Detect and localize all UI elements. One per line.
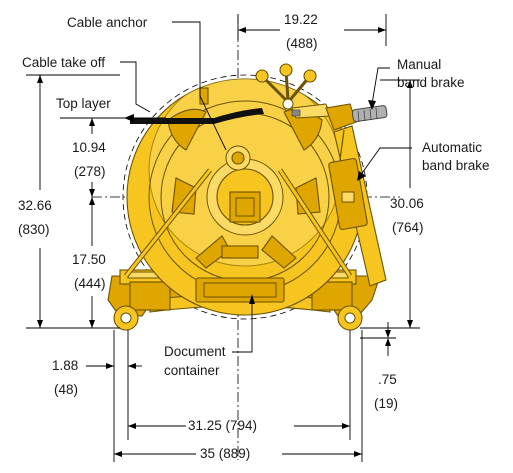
left-foot bbox=[113, 305, 139, 331]
manual-band-brake-label-line1: Manual bbox=[397, 57, 441, 72]
right-offset-mm: (19) bbox=[374, 396, 398, 411]
top-width-in: 19.22 bbox=[284, 12, 318, 27]
overall-height-in: 32.66 bbox=[18, 198, 52, 213]
right-foot bbox=[337, 305, 363, 331]
left-offset-mm: (48) bbox=[54, 382, 78, 397]
manual-band-brake-label-line2: band brake bbox=[397, 75, 465, 90]
cable-anchor-leader bbox=[172, 21, 227, 151]
right-height-in: 30.06 bbox=[390, 196, 424, 211]
automatic-band-brake-label-line2: band brake bbox=[422, 158, 490, 173]
overall-width: 35 (889) bbox=[200, 446, 250, 461]
manual-band-brake-leader bbox=[371, 67, 390, 105]
annotation-labels: Cable anchor Cable take off Top layer Ma… bbox=[22, 15, 490, 378]
height-top-layer-mm: (278) bbox=[74, 164, 106, 179]
axle-height-mm: (444) bbox=[74, 276, 106, 291]
base-width: 31.25 (794) bbox=[188, 418, 257, 433]
top-width-mm: (488) bbox=[286, 36, 318, 51]
overall-height-mm: (830) bbox=[18, 222, 50, 237]
left-offset-in: 1.88 bbox=[52, 358, 78, 373]
axle-height-in: 17.50 bbox=[72, 252, 106, 267]
document-container bbox=[195, 277, 285, 303]
right-offset-in: .75 bbox=[378, 372, 397, 387]
top-bracket bbox=[199, 87, 209, 105]
dimension-lines bbox=[26, 14, 420, 462]
document-container-label-line1: Document bbox=[164, 344, 226, 359]
dimension-values: 19.22 (488) 10.94 (278) 32.66 (830) 17.5… bbox=[18, 12, 424, 461]
cable-take-off-leader bbox=[120, 61, 151, 113]
automatic-band-brake bbox=[328, 125, 387, 287]
top-layer-label: Top layer bbox=[56, 96, 111, 111]
document-container-leader bbox=[232, 300, 253, 353]
document-container-label-line2: container bbox=[164, 363, 220, 378]
cable-take-off bbox=[130, 108, 301, 124]
height-top-layer-in: 10.94 bbox=[72, 140, 106, 155]
automatic-band-brake-leader bbox=[359, 147, 412, 177]
cable-anchor-label: Cable anchor bbox=[67, 15, 148, 30]
cable-take-off-label: Cable take off bbox=[22, 55, 105, 70]
brake-levers bbox=[255, 63, 331, 119]
cable-reel bbox=[107, 63, 388, 331]
right-height-mm: (764) bbox=[392, 220, 424, 235]
manual-band-brake bbox=[325, 103, 388, 131]
automatic-band-brake-label-line1: Automatic bbox=[422, 140, 482, 155]
